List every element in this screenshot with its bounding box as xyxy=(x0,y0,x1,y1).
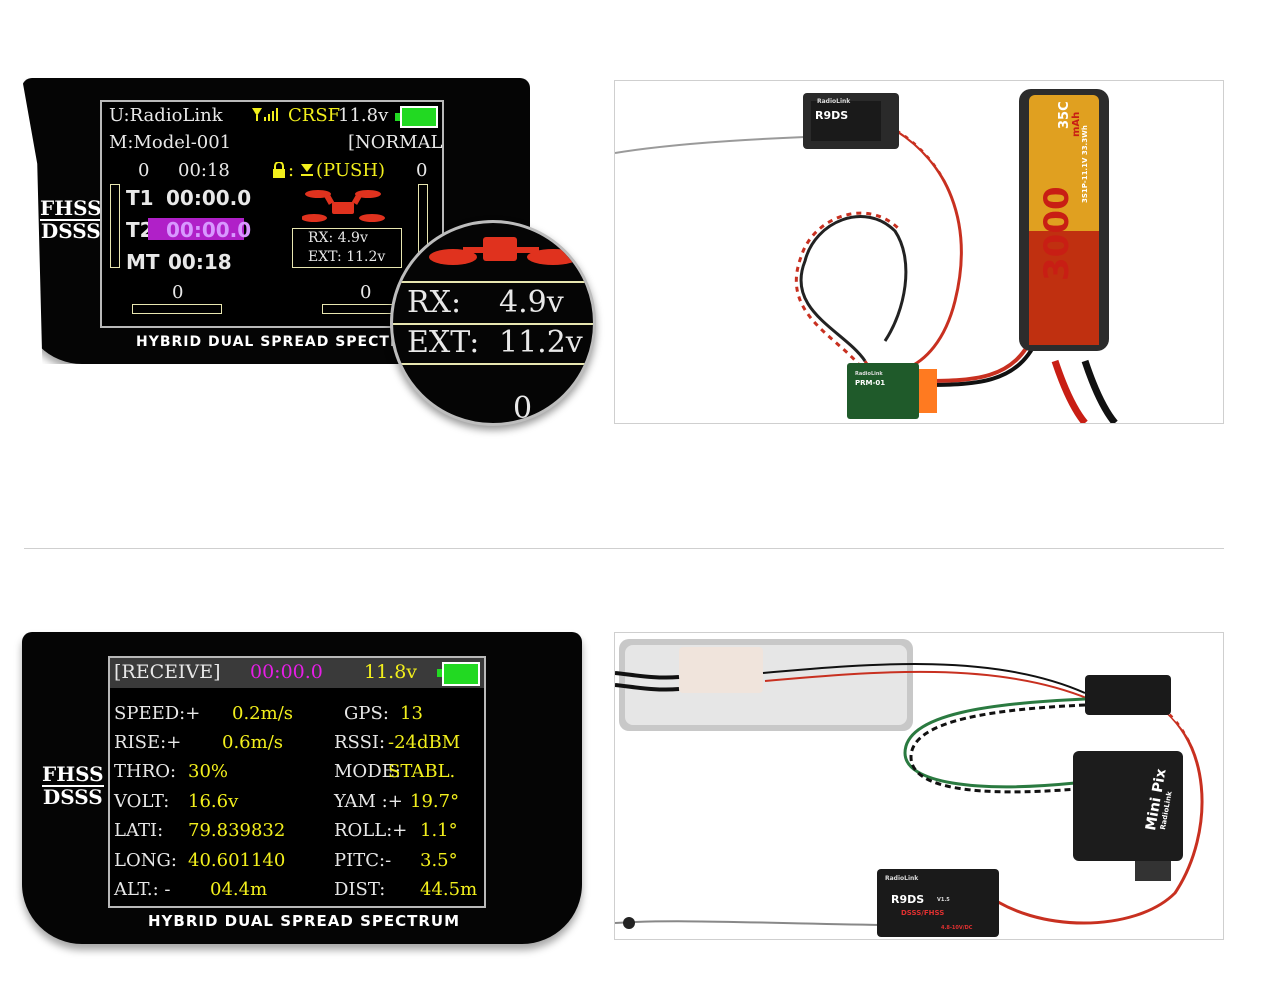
receiver-volt-2: 4.8-10V/DC xyxy=(941,925,973,931)
receiver-model-2: R9DS xyxy=(891,893,925,906)
zoom-ext-value: 11.2v xyxy=(499,325,583,360)
battery-icon-bottom xyxy=(437,662,480,686)
lock-icon xyxy=(273,162,285,178)
thro-value: 30% xyxy=(188,761,229,782)
user-name: U:RadioLink xyxy=(109,105,223,126)
yaw-label: YAM :+ xyxy=(334,791,403,812)
mode-label: MODE: xyxy=(334,761,401,782)
receiver-sub-2: DSSS/FHSS xyxy=(901,909,945,917)
zoom-rx-value: 4.9v xyxy=(499,285,564,320)
telemetry-screen-top: U:RadioLink CRSF 11.8v M:Model-001 [NORM… xyxy=(100,100,444,328)
receiver-brand-1: RadioLink xyxy=(817,98,851,105)
telemetry-screen-bottom: [RECEIVE] 00:00.0 11.8v SPEED:+ 0.2m/s R… xyxy=(108,656,486,908)
t1-timer: 00:00.0 xyxy=(166,186,252,210)
signal-icon xyxy=(252,108,278,121)
battery-rate: 35C xyxy=(1057,101,1072,129)
receiver-model-1: R9DS xyxy=(815,109,849,122)
lati-label: LATI: xyxy=(114,820,164,841)
volt-value: 16.6v xyxy=(188,791,239,812)
mt-timer: 00:18 xyxy=(168,250,232,274)
fc-wiring-illustration xyxy=(615,639,1209,937)
gps-label: GPS: xyxy=(344,703,389,724)
speed-value: 0.2m/s xyxy=(232,703,293,724)
receive-timer: 00:00.0 xyxy=(250,661,323,683)
rise-label: RISE:+ xyxy=(114,732,182,753)
section-divider xyxy=(24,548,1224,549)
alt-value: 04.4m xyxy=(210,879,268,900)
protocol-label: CRSF xyxy=(288,105,341,126)
battery-icon xyxy=(395,106,438,128)
trim-left-value: 0 xyxy=(172,282,184,303)
small-timer: 00:18 xyxy=(178,160,230,181)
bottom-left-trim-bar xyxy=(132,304,222,314)
tagline-bottom: HYBRID DUAL SPREAD SPECTRUM xyxy=(148,912,461,930)
wiring-illustration xyxy=(615,89,1118,423)
left-trim-bar xyxy=(110,184,120,268)
mt-label: MT xyxy=(126,250,160,274)
mode-value: STABL. xyxy=(388,761,456,782)
flight-mode: [NORMAL] xyxy=(348,132,444,153)
module-brand: RadioLink xyxy=(855,371,883,377)
rise-value: 0.6m/s xyxy=(222,732,283,753)
ext-voltage-small: EXT: 11.2v xyxy=(308,249,386,265)
receive-voltage: 11.8v xyxy=(364,661,418,683)
left-value: 0 xyxy=(138,160,150,181)
rx-ext-box xyxy=(292,228,402,268)
drone-icon xyxy=(302,190,385,222)
receiver-brand-2: RadioLink xyxy=(885,875,919,882)
right-value: 0 xyxy=(416,160,428,181)
magnifier-lens: RX: 4.9v EXT: 11.2v 0 xyxy=(390,220,596,426)
pitch-value: 3.5° xyxy=(420,850,458,871)
module-model: PRM-01 xyxy=(855,379,886,387)
roll-value: 1.1° xyxy=(420,820,458,841)
long-value: 40.601140 xyxy=(188,850,286,871)
voltage-readout: 11.8v xyxy=(338,105,389,126)
t2-timer: 00:00.0 xyxy=(166,218,252,242)
fhss-dsss-logo-bottom: FHSS DSSS xyxy=(42,762,104,809)
lati-value: 79.839832 xyxy=(188,820,286,841)
push-separator: : xyxy=(288,160,295,181)
battery-spec: 3S1P-11.1V 33.3Wh xyxy=(1081,125,1089,203)
yaw-value: 19.7° xyxy=(410,791,460,812)
volt-label: VOLT: xyxy=(114,791,170,812)
pitch-label: PITC:- xyxy=(334,850,392,871)
alt-label: ALT.: - xyxy=(114,879,171,900)
zoom-bottom-value: 0 xyxy=(513,391,533,426)
drone-icon-zoom xyxy=(429,237,579,265)
rssi-value: -24dBM xyxy=(388,732,461,753)
speed-label: SPEED:+ xyxy=(114,703,201,724)
rx-voltage-small: RX: 4.9v xyxy=(308,230,368,246)
zoom-ext-label: EXT: xyxy=(407,325,480,360)
flight-controller-photo: Mini Pix RadioLink RadioLink R9DS V1.5 D… xyxy=(614,632,1224,940)
gps-value: 13 xyxy=(400,703,423,724)
push-label: (PUSH) xyxy=(316,160,386,181)
dist-label: DIST: xyxy=(334,879,386,900)
receiver-battery-photo: RadioLink R9DS 3000 mAh 35C 3S1P-11.1V 3… xyxy=(614,80,1224,424)
thro-label: THRO: xyxy=(114,761,177,782)
switch-down-icon xyxy=(301,164,313,176)
tagline-top: HYBRID DUAL SPREAD SPECTR xyxy=(136,334,402,350)
t1-label: T1 xyxy=(126,186,154,210)
dist-value: 44.5m xyxy=(420,879,478,900)
model-name: M:Model-001 xyxy=(109,132,232,153)
fhss-dsss-logo-top: FHSS DSSS xyxy=(40,196,102,243)
zoom-rx-label: RX: xyxy=(407,285,462,320)
battery-capacity: 3000 xyxy=(1037,186,1077,281)
trim-right-value: 0 xyxy=(360,282,372,303)
rssi-label: RSSI: xyxy=(334,732,386,753)
receive-label: [RECEIVE] xyxy=(114,661,221,683)
roll-label: ROLL:+ xyxy=(334,820,408,841)
t2-highlight xyxy=(148,218,244,240)
receiver-version-2: V1.5 xyxy=(937,897,950,903)
long-label: LONG: xyxy=(114,850,177,871)
